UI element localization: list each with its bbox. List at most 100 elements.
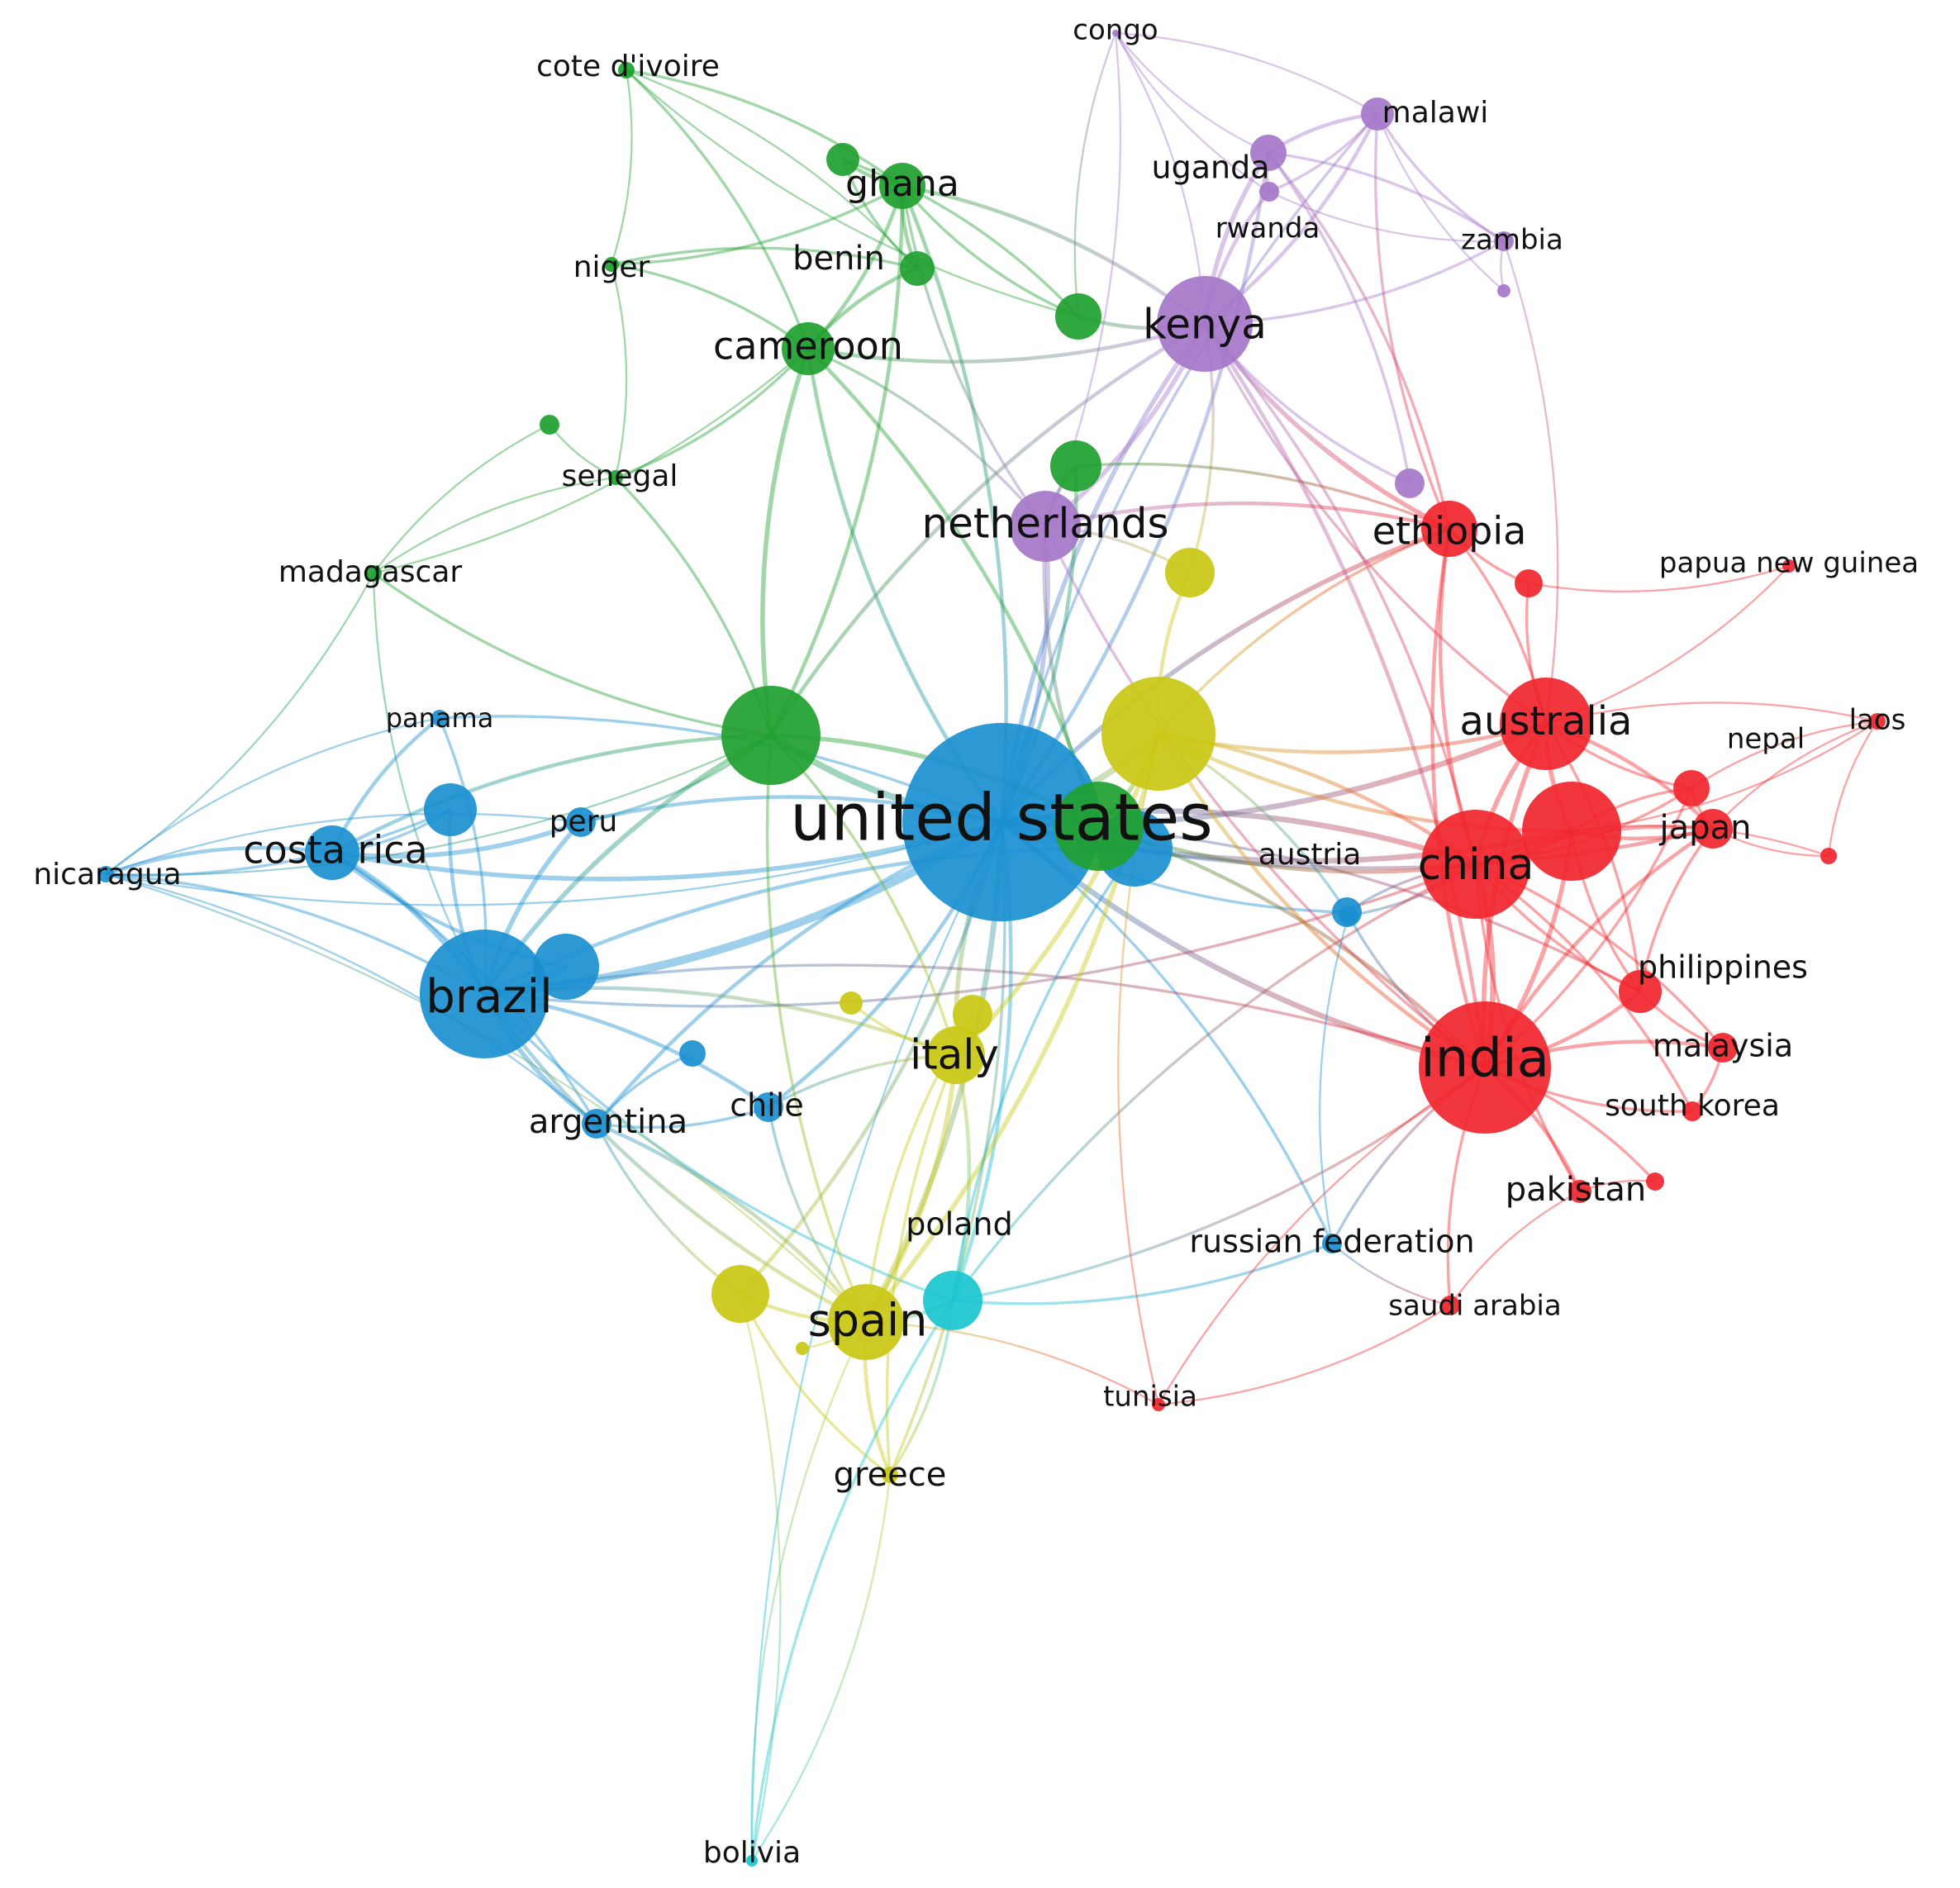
- node-u-yellow-6[interactable]: [796, 1342, 809, 1355]
- node-greece[interactable]: [882, 1467, 898, 1483]
- node-netherlands[interactable]: [1010, 491, 1081, 562]
- label-tunisia: tunisia: [1103, 1381, 1197, 1414]
- node-italy[interactable]: [927, 1026, 985, 1084]
- label-chile: chile: [730, 1087, 803, 1124]
- node-zambia[interactable]: [1494, 231, 1514, 251]
- node-u-blue-3[interactable]: [424, 783, 477, 836]
- link-japan-philippines: [1639, 827, 1715, 992]
- link-united_states-uganda: [1000, 152, 1271, 824]
- node-benin[interactable]: [900, 251, 935, 286]
- label-italy: italy: [910, 1031, 999, 1079]
- label-congo: congo: [1073, 14, 1158, 47]
- node-laos[interactable]: [1869, 713, 1886, 730]
- label-china: china: [1418, 840, 1534, 890]
- node-uganda[interactable]: [1250, 135, 1287, 171]
- node-u-blue-4[interactable]: [679, 1040, 706, 1067]
- node-u-yellow-1[interactable]: [1101, 677, 1215, 791]
- node-u-yellow-2[interactable]: [711, 1265, 769, 1323]
- link-brazil-spain: [483, 992, 868, 1324]
- node-saudi-arabia[interactable]: [1440, 1296, 1460, 1315]
- node-japan[interactable]: [1693, 809, 1733, 849]
- link-italy-poland: [950, 1054, 972, 1301]
- node-nepal[interactable]: [1673, 770, 1710, 806]
- node-niger[interactable]: [604, 257, 619, 272]
- link-senegal-madagascar: [373, 476, 616, 574]
- node-u-purple-1[interactable]: [1395, 468, 1425, 498]
- link-nicaragua-u_green_1: [105, 734, 772, 876]
- node-kenya[interactable]: [1157, 276, 1253, 372]
- node-u-yellow-5[interactable]: [840, 992, 863, 1015]
- node-u-yellow-4[interactable]: [953, 995, 992, 1034]
- link-congo-rwanda: [1115, 32, 1270, 193]
- node-cote-divoire[interactable]: [618, 62, 635, 78]
- label-south-korea: south korea: [1605, 1089, 1780, 1123]
- node-nicaragua[interactable]: [98, 866, 114, 882]
- link-cameroon-u_green_2: [806, 347, 1101, 827]
- link-india-ethiopia: [1430, 528, 1487, 1068]
- label-netherlands: netherlands: [921, 500, 1168, 548]
- link-poland-russian_federation: [952, 1242, 1333, 1305]
- node-bolivia[interactable]: [746, 1855, 758, 1867]
- node-u-purple-2[interactable]: [1497, 284, 1510, 297]
- node-malawi[interactable]: [1361, 97, 1394, 131]
- node-madagascar[interactable]: [365, 565, 382, 582]
- label-senegal: senegal: [562, 459, 678, 493]
- link-argentina-chile: [596, 1106, 769, 1129]
- node-rwanda[interactable]: [1259, 182, 1279, 202]
- node-costa-rica[interactable]: [305, 825, 359, 880]
- node-australia[interactable]: [1500, 678, 1592, 770]
- node-cameroon[interactable]: [782, 322, 835, 375]
- node-tunisia[interactable]: [1152, 1398, 1165, 1411]
- link-benin-niger: [611, 246, 918, 270]
- label-malawi: malawi: [1382, 96, 1489, 130]
- label-japan: japan: [1659, 809, 1752, 847]
- node-u-red-3[interactable]: [1515, 569, 1543, 597]
- node-malaysia[interactable]: [1708, 1033, 1738, 1063]
- node-u-green-2[interactable]: [1054, 782, 1144, 871]
- node-panama[interactable]: [431, 710, 448, 726]
- node-congo[interactable]: [1112, 30, 1119, 36]
- nodes-layer: [98, 30, 1886, 1867]
- node-u-green-6[interactable]: [540, 415, 559, 435]
- node-russian-federation[interactable]: [1322, 1234, 1342, 1253]
- node-china[interactable]: [1421, 810, 1530, 919]
- node-u-green-4[interactable]: [1050, 440, 1101, 492]
- link-madagascar-u_green_6: [373, 423, 550, 574]
- label-benin: benin: [792, 240, 885, 278]
- node-u-red-2[interactable]: [1646, 1172, 1664, 1191]
- label-russian-federation: russian federation: [1189, 1224, 1474, 1260]
- node-ethiopia[interactable]: [1421, 501, 1477, 557]
- link-poland-bolivia: [750, 1300, 954, 1862]
- node-u-red-1[interactable]: [1522, 782, 1621, 881]
- node-senegal[interactable]: [608, 470, 623, 485]
- link-u_green_1-italy: [769, 734, 958, 1056]
- node-u-green-3[interactable]: [1055, 293, 1101, 340]
- node-poland[interactable]: [923, 1271, 982, 1330]
- label-malaysia: malaysia: [1653, 1028, 1793, 1064]
- node-philippines[interactable]: [1619, 970, 1662, 1013]
- node-u-blue-2[interactable]: [533, 934, 599, 1000]
- node-south-korea[interactable]: [1682, 1101, 1702, 1121]
- link-costa_rica-u_green_1: [331, 733, 772, 854]
- node-pakistan[interactable]: [1568, 1180, 1591, 1203]
- node-india[interactable]: [1419, 1001, 1551, 1134]
- link-india-tunisia: [1158, 1067, 1486, 1405]
- node-brazil[interactable]: [420, 930, 549, 1058]
- node-united-states[interactable]: [902, 723, 1101, 921]
- node-u-green-1[interactable]: [721, 686, 821, 785]
- link-pakistan-saudi_arabia: [1449, 1190, 1581, 1306]
- node-chile[interactable]: [754, 1092, 783, 1122]
- node-u-green-5[interactable]: [826, 143, 859, 176]
- node-u-red-4[interactable]: [1820, 848, 1837, 864]
- node-argentina[interactable]: [582, 1109, 611, 1139]
- node-u-blue-5[interactable]: [1339, 906, 1358, 925]
- node-ghana[interactable]: [879, 163, 925, 209]
- node-peru[interactable]: [566, 807, 596, 837]
- label-papua-new-guinea: papua new guinea: [1659, 547, 1919, 580]
- node-u-yellow-3[interactable]: [1165, 548, 1215, 597]
- link-u_green_4-ethiopia: [1075, 462, 1450, 530]
- link-congo-malawi: [1115, 31, 1378, 115]
- node-papua-new-guinea[interactable]: [1782, 559, 1796, 573]
- node-spain[interactable]: [828, 1284, 904, 1360]
